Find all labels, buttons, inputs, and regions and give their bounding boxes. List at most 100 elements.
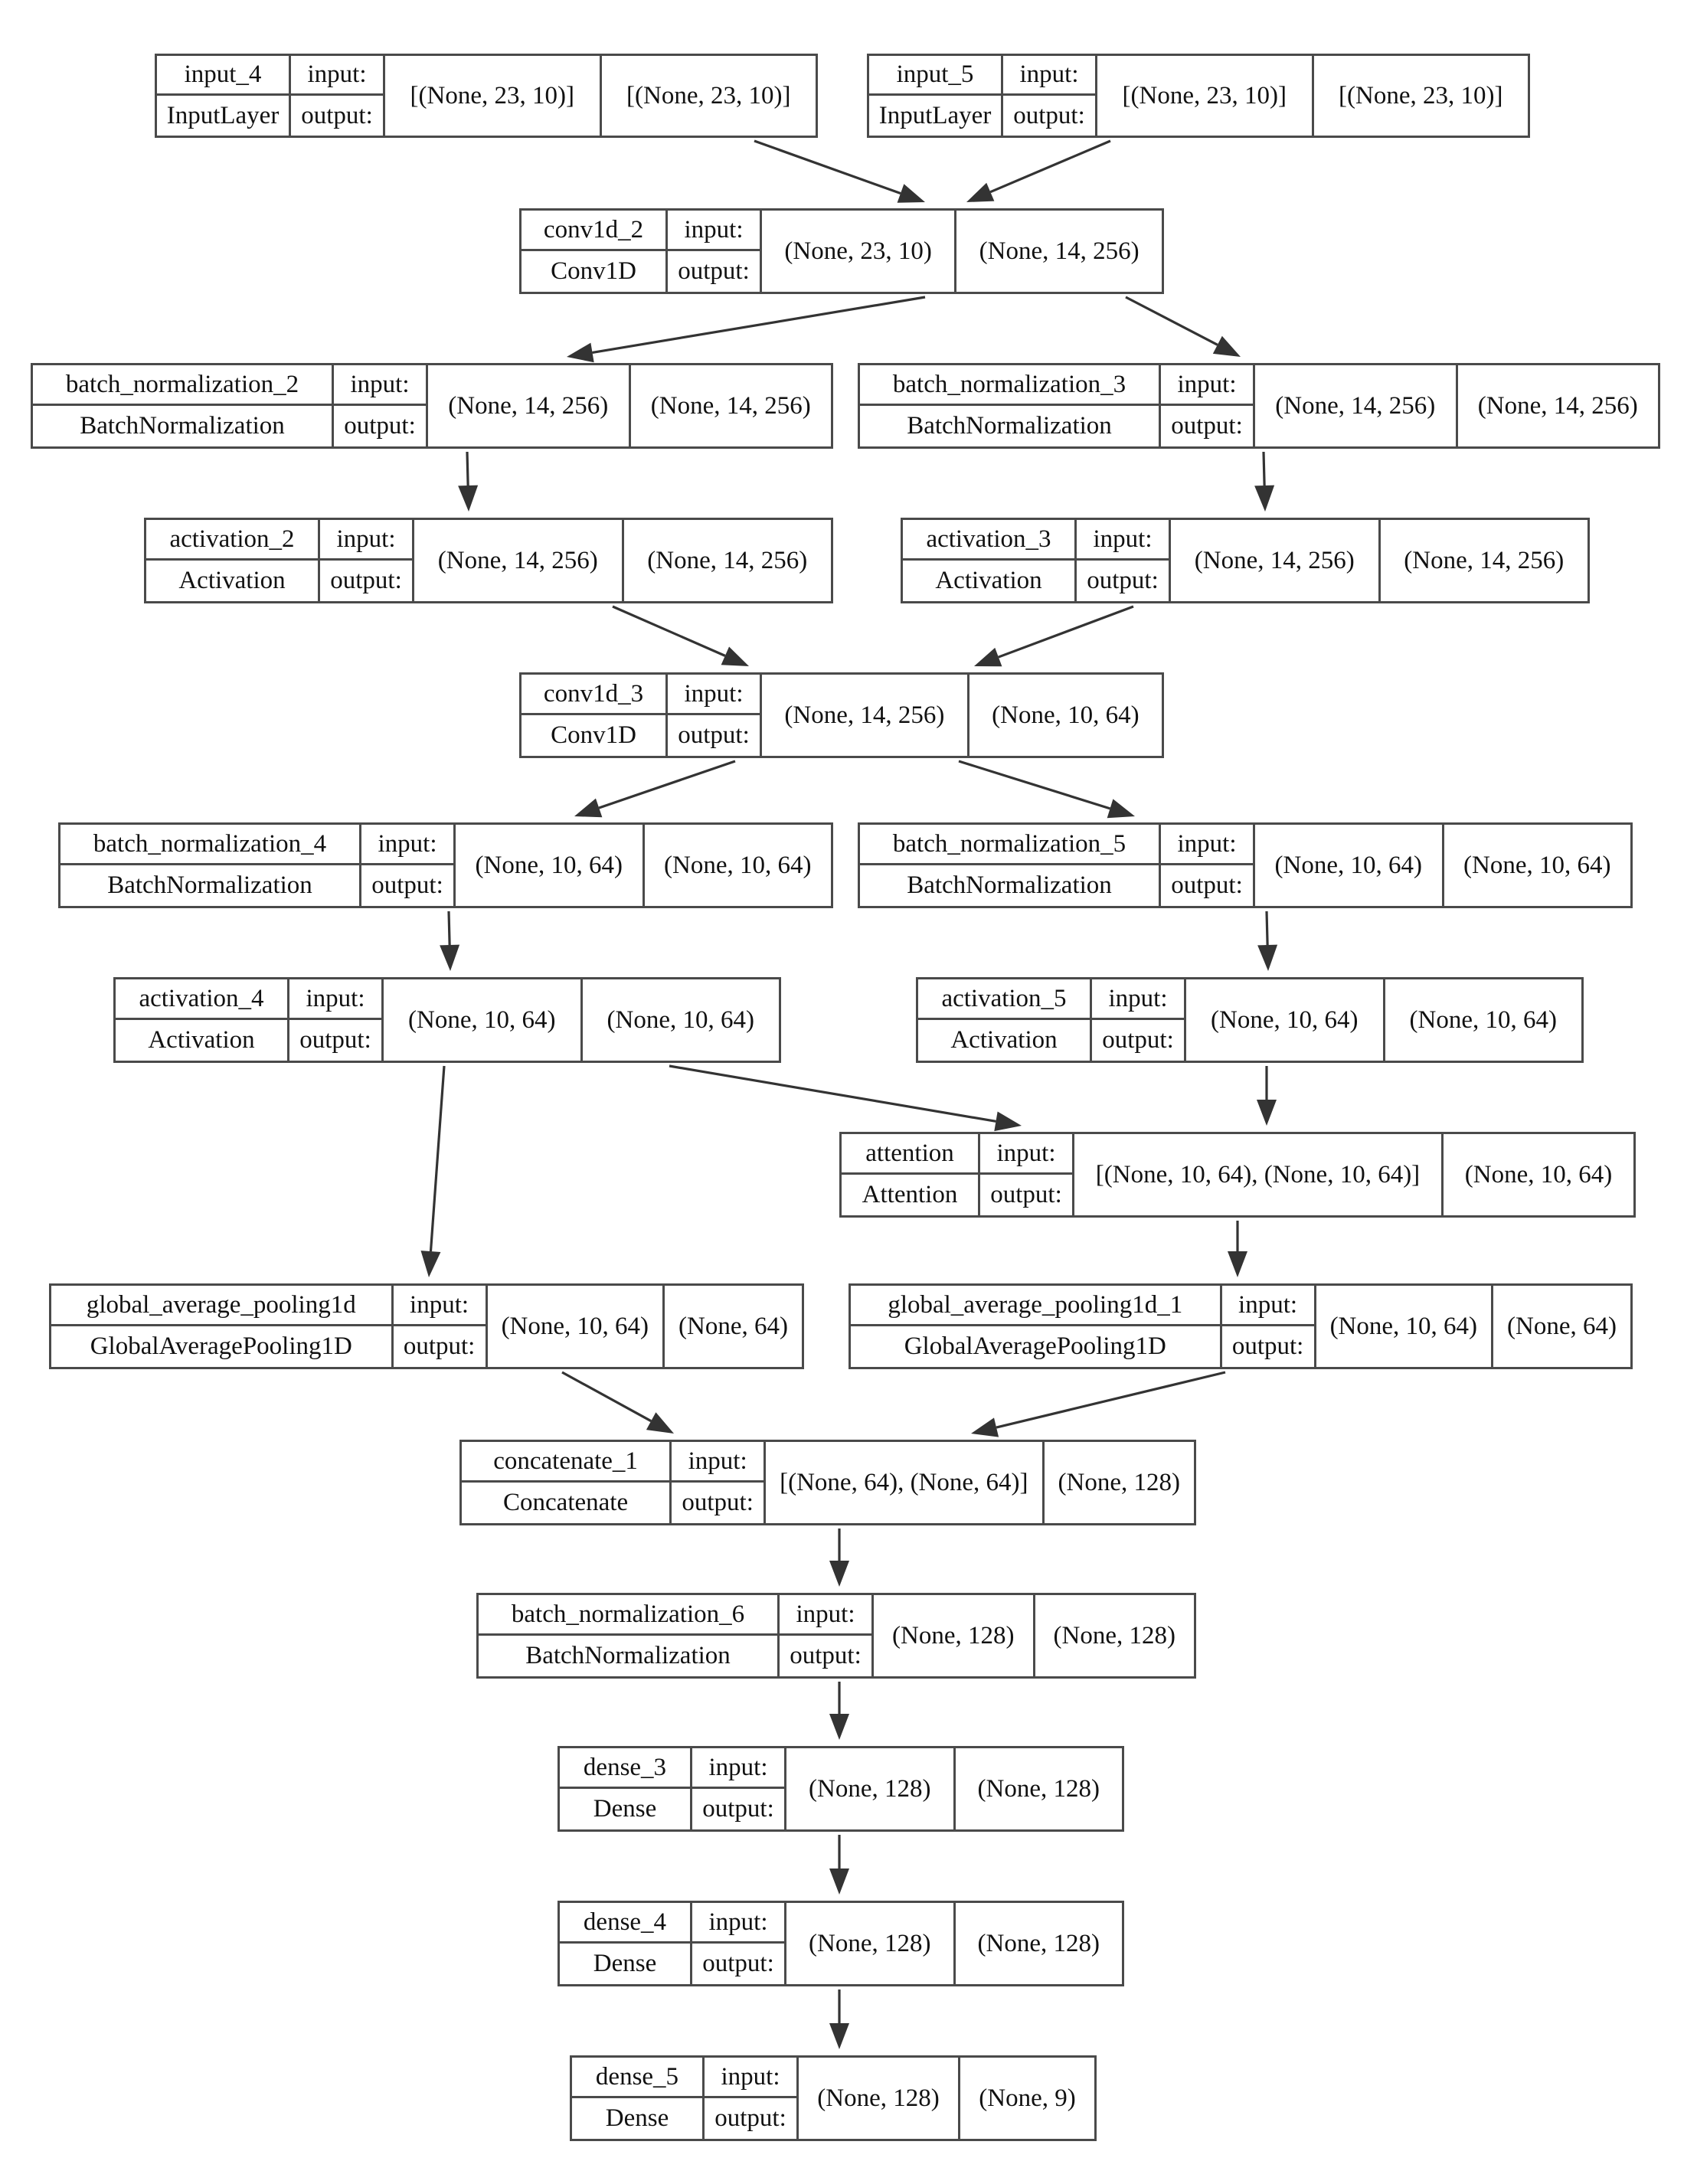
edge-conv1d_2-to-batch_normalization_2 <box>567 296 926 363</box>
io-label-column: input: output: <box>665 211 762 292</box>
input-shape: (None, 128) <box>817 2084 940 2112</box>
layer-name: global_average_pooling1d_1 <box>851 1286 1220 1326</box>
arrowhead-icon <box>567 342 594 363</box>
layer-name: batch_normalization_5 <box>860 825 1159 865</box>
output-shape: (None, 14, 256) <box>1455 365 1659 446</box>
input-label: input: <box>291 56 383 96</box>
layer-name: batch_normalization_6 <box>479 1595 777 1636</box>
input-shape: (None, 128) <box>892 1621 1015 1649</box>
output-shape: (None, 10, 64) <box>1441 825 1631 906</box>
output-label: output: <box>714 2104 786 2132</box>
input-shape: [(None, 23, 10)] <box>1122 81 1287 110</box>
io-label-column: input:output: <box>289 56 385 136</box>
arrowhead-icon <box>829 2023 849 2049</box>
input-shape: (None, 10, 64) <box>408 1005 556 1034</box>
layer-name: attention <box>842 1134 978 1175</box>
arrowhead-icon <box>1107 799 1135 819</box>
output-label: output: <box>678 257 750 285</box>
output-shape: (None, 10, 64) <box>1440 1134 1633 1215</box>
io-label-column: input:output: <box>1074 520 1171 601</box>
edge-line <box>958 760 1111 810</box>
edge-batch_normalization_6-to-dense_3 <box>829 1682 849 1740</box>
output-label: output: <box>702 1795 774 1823</box>
input-label: input: <box>1161 365 1253 406</box>
io-label-column: input:output: <box>978 1134 1074 1215</box>
input-label: input: <box>668 211 760 251</box>
output-label: output: <box>403 1332 476 1360</box>
edge-line <box>754 139 901 195</box>
io-label-column: input:output: <box>669 1442 767 1523</box>
edge-batch_normalization_2-to-activation_2 <box>458 451 479 512</box>
edge-conv1d_3-to-batch_normalization_5 <box>958 760 1135 819</box>
edge-concatenate_1-to-batch_normalization_6 <box>829 1528 849 1587</box>
input-shape: (None, 128) <box>809 1929 931 1957</box>
edge-line <box>447 911 451 946</box>
layer-class-name: Activation <box>178 567 286 594</box>
edge-conv1d_3-to-batch_normalization_4 <box>574 760 736 818</box>
layer-name: global_average_pooling1d <box>51 1286 391 1326</box>
input-shape: (None, 14, 256) <box>437 546 598 574</box>
layer-class-name: InputLayer <box>166 101 280 129</box>
edge-activation_2-to-conv1d_3 <box>612 605 749 666</box>
edge-activation_4-to-attention <box>669 1064 1022 1132</box>
input-label: input: <box>692 1903 784 1944</box>
layer-class-name: Dense <box>593 1795 657 1823</box>
output-shape: (None, 128) <box>953 1903 1123 1984</box>
output-shape: (None, 14, 256) <box>621 520 832 601</box>
output-shape: (None, 128) <box>953 1748 1123 1829</box>
output-shape: (None, 10, 64) <box>966 675 1162 756</box>
input-label: input: <box>1003 56 1095 96</box>
io-label-column: input:output: <box>1219 1286 1316 1367</box>
input-shape: (None, 128) <box>809 1774 931 1803</box>
layer-name: input_4 <box>157 56 289 96</box>
output-label: output: <box>682 1489 754 1516</box>
io-label-column: input:output: <box>1159 365 1255 446</box>
layer-name: input_5 <box>869 56 1001 96</box>
input-shape: (None, 10, 64) <box>1274 851 1422 879</box>
output-shape: (None, 64) <box>662 1286 802 1367</box>
input-label: input: <box>1077 520 1169 561</box>
input-shape: [(None, 23, 10)] <box>410 81 574 110</box>
layer-name: batch_normalization_2 <box>33 365 332 406</box>
layer-class-name: Conv1D <box>551 257 636 285</box>
output-shape: (None, 10, 64) <box>580 979 780 1061</box>
input-label: input: <box>334 365 426 406</box>
edge-line <box>996 1371 1226 1429</box>
input-shape: (None, 10, 64) <box>1211 1005 1359 1034</box>
output-label: output: <box>330 567 402 594</box>
edge-line <box>429 1065 446 1252</box>
layer-name: activation_2 <box>146 520 318 561</box>
arrowhead-icon <box>1212 335 1241 357</box>
io-label-column: input:output: <box>690 1903 786 1984</box>
edge-line <box>989 139 1111 194</box>
arrowhead-icon <box>1228 1251 1247 1277</box>
edge-line <box>561 1371 652 1423</box>
edge-batch_normalization_3-to-activation_3 <box>1254 451 1275 512</box>
arrowhead-icon <box>458 485 479 512</box>
arrowhead-icon <box>897 184 925 203</box>
